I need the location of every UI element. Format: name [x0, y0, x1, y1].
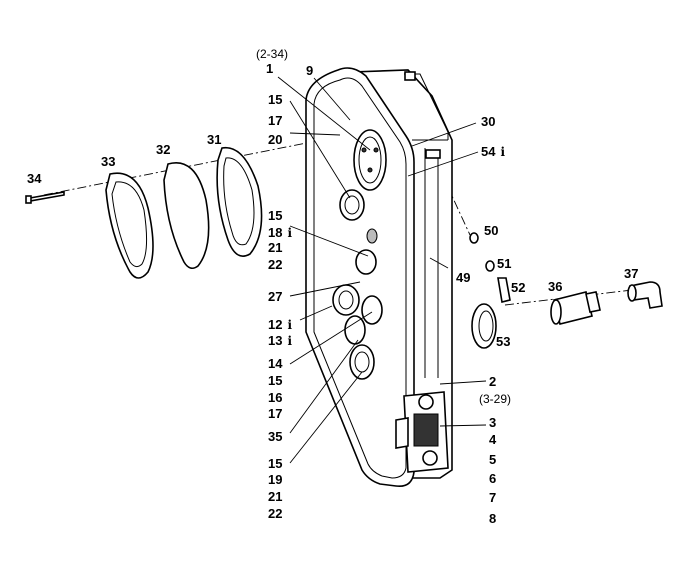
- part-label-21: 21: [268, 489, 283, 504]
- cover-gasket-31: [216, 146, 263, 257]
- part-label-22: 22: [268, 257, 283, 272]
- part-label-17: 17: [268, 113, 283, 128]
- part-label-4: 4: [489, 432, 497, 447]
- screw-34: [25, 191, 65, 204]
- part-label-17: 17: [268, 406, 283, 421]
- washer-50: [469, 232, 479, 244]
- part-label-12-number: 12: [268, 317, 283, 332]
- part-label-20: 20: [268, 132, 283, 147]
- reference-3-29: (3-29): [479, 392, 512, 406]
- leader-lines: [277, 76, 487, 464]
- part-label-31: 31: [207, 132, 222, 147]
- part-label-52: 52: [511, 280, 526, 295]
- part-label-7: 7: [489, 490, 497, 505]
- part-label-1: 1: [266, 61, 274, 76]
- part-label-18-number: 18: [268, 225, 283, 240]
- part-label-14: 14: [268, 356, 283, 371]
- info-icon: i: [287, 226, 293, 240]
- part-label-12: 12 i: [268, 317, 293, 333]
- part-label-2: 2: [489, 374, 497, 389]
- part-label-21: 21: [268, 240, 283, 255]
- info-icon: i: [287, 334, 293, 348]
- elbow-fitting-37: [627, 281, 663, 309]
- part-label-15: 15: [268, 92, 283, 107]
- part-label-15: 15: [268, 456, 283, 471]
- part-label-50: 50: [484, 223, 499, 238]
- part-label-18: 18 i: [268, 225, 293, 241]
- part-label-27: 27: [268, 289, 283, 304]
- part-label-32: 32: [156, 142, 171, 157]
- part-label-15: 15: [268, 373, 283, 388]
- reference-2-34: (2-34): [256, 47, 289, 61]
- part-label-54-number: 54: [481, 144, 496, 159]
- part-label-3: 3: [489, 415, 497, 430]
- cover-frame-33: [105, 172, 154, 279]
- part-label-35: 35: [268, 429, 283, 444]
- part-label-36: 36: [548, 279, 563, 294]
- part-label-6: 6: [489, 471, 497, 486]
- part-label-13: 13 i: [268, 333, 293, 349]
- part-label-5: 5: [489, 452, 497, 467]
- connector-block: [395, 391, 449, 473]
- part-label-37: 37: [624, 266, 639, 281]
- part-label-49: 49: [456, 270, 471, 285]
- fitting-36: [550, 291, 601, 325]
- cover-plate-32: [163, 162, 210, 270]
- seal-53: [471, 303, 497, 349]
- info-icon: i: [500, 145, 506, 159]
- part-label-22: 22: [268, 506, 283, 521]
- part-label-9: 9: [306, 63, 314, 78]
- pin-52: [497, 277, 511, 303]
- part-label-15: 15: [268, 208, 283, 223]
- part-label-19: 19: [268, 472, 283, 487]
- info-icon: i: [287, 318, 293, 332]
- part-label-34: 34: [27, 171, 42, 186]
- part-label-30: 30: [481, 114, 496, 129]
- part-label-8: 8: [489, 511, 497, 526]
- part-label-16: 16: [268, 390, 283, 405]
- part-label-53: 53: [496, 334, 511, 349]
- part-label-13-number: 13: [268, 333, 283, 348]
- front-plate: [305, 67, 415, 488]
- part-label-51: 51: [497, 256, 512, 271]
- part-label-54: 54 i: [481, 144, 506, 160]
- washer-51: [485, 260, 495, 272]
- part-label-33: 33: [101, 154, 116, 169]
